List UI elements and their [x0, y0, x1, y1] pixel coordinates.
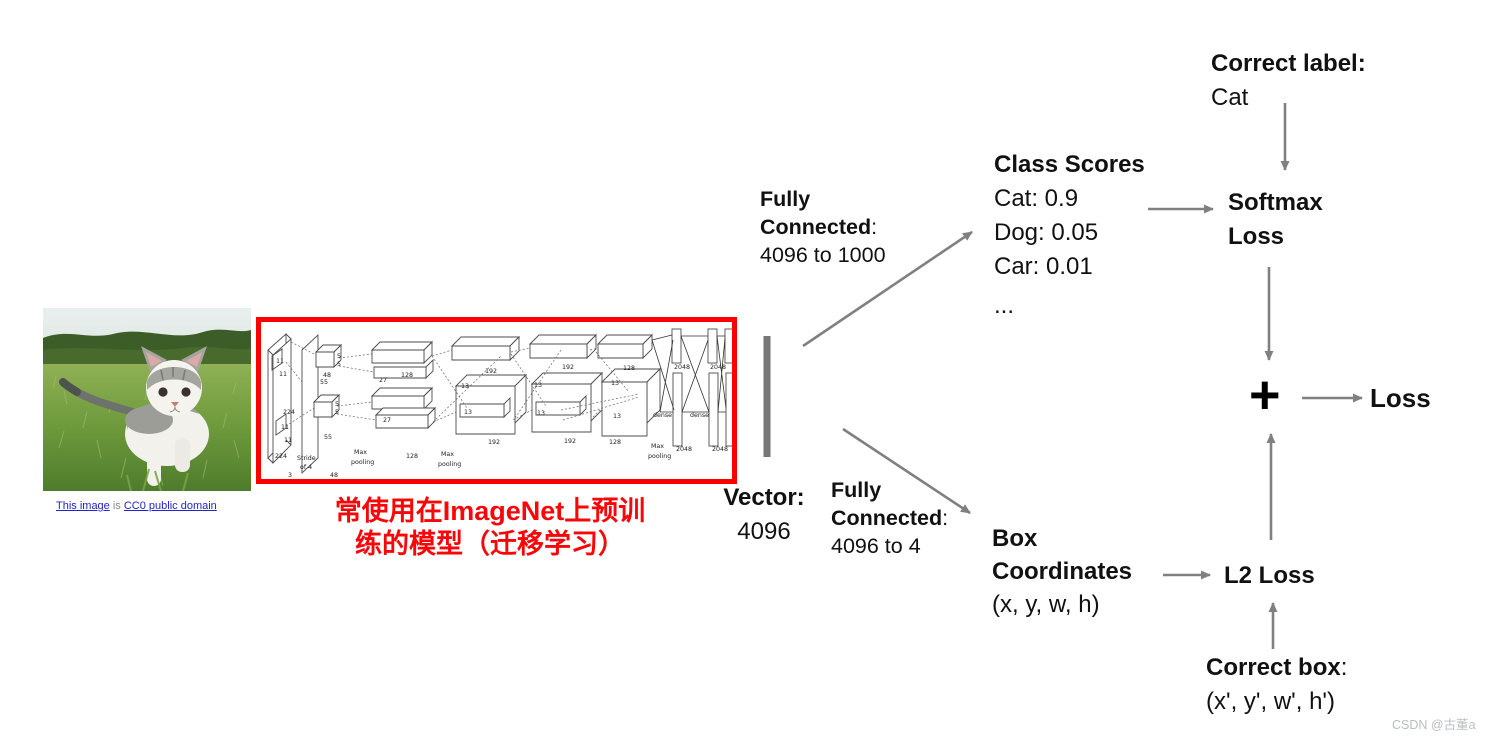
svg-text:192: 192 — [488, 439, 500, 446]
class-score-cat: Cat: 0.9 — [994, 185, 1079, 212]
class-score-car: Car: 0.01 — [994, 253, 1093, 280]
fc-bottom-line2: Connected: — [831, 506, 949, 530]
svg-text:pooling: pooling — [438, 461, 461, 468]
correct-label-value: Cat — [1211, 84, 1249, 111]
fc-bottom-line3: 4096 to 4 — [831, 534, 921, 558]
box-coordinates-values: (x, y, w, h) — [992, 591, 1100, 618]
class-scores-ellipsis: ... — [994, 292, 1015, 319]
fc-top-label: Fully Connected: 4096 to 1000 — [760, 185, 886, 269]
correct-box-block: Correct box: (x', y', w', h') — [1206, 651, 1347, 719]
svg-text:128: 128 — [609, 439, 621, 446]
svg-text:13: 13 — [613, 413, 621, 420]
svg-text:5: 5 — [335, 409, 339, 416]
fc-bottom-line1: Fully — [831, 478, 882, 502]
softmax-line1: Softmax — [1228, 189, 1323, 216]
pretrained-annotation: 常使用在ImageNet上预训 练的模型（迁移学习） — [290, 495, 690, 561]
correct-box-title: Correct box: — [1206, 654, 1348, 681]
cnn-architecture-diagram: 224 11 11 11 11 224 3 Stride of 4 55 55 … — [267, 328, 732, 479]
svg-text:5: 5 — [337, 353, 341, 360]
csdn-watermark: CSDN @古董a — [1392, 718, 1476, 732]
svg-text:192: 192 — [564, 438, 576, 445]
svg-text:27: 27 — [383, 417, 391, 424]
svg-text:dense: dense — [690, 412, 709, 419]
class-scores-title: Class Scores — [994, 151, 1145, 178]
svg-text:128: 128 — [406, 453, 418, 460]
caption-link-this-image[interactable]: This image — [56, 500, 110, 512]
svg-text:55: 55 — [320, 379, 328, 386]
box-coordinates-block: Box Coordinates (x, y, w, h) — [992, 522, 1132, 621]
svg-text:3: 3 — [288, 472, 292, 479]
caption-link-cc0[interactable]: CC0 public domain — [123, 500, 217, 512]
svg-text:11: 11 — [284, 437, 292, 444]
svg-text:5: 5 — [337, 361, 341, 368]
vector-value: 4096 — [737, 518, 791, 545]
svg-text:2048: 2048 — [712, 446, 728, 453]
vector-title: Vector: — [723, 484, 805, 511]
svg-text:13: 13 — [464, 409, 472, 416]
plus-combiner: + — [1249, 365, 1281, 425]
svg-text:11: 11 — [279, 371, 287, 378]
softmax-line2: Loss — [1228, 223, 1285, 250]
correct-box-values: (x', y', w', h') — [1206, 688, 1335, 715]
annotation-line-1: 常使用在ImageNet上预训 — [334, 496, 646, 526]
svg-text:128: 128 — [401, 372, 413, 379]
fc-top-line1: Fully — [760, 187, 811, 211]
svg-text:13: 13 — [461, 383, 469, 390]
svg-text:Max: Max — [354, 449, 367, 456]
svg-text:48: 48 — [323, 372, 331, 379]
correct-label-title: Correct label: — [1211, 50, 1366, 77]
correct-label-block: Correct label: Cat — [1211, 47, 1366, 115]
photo-caption: This image is CC0 public domain — [56, 500, 217, 512]
class-scores-block: Class Scores Cat: 0.9 Dog: 0.05 Car: 0.0… — [994, 148, 1145, 323]
svg-text:pooling: pooling — [351, 459, 374, 466]
caption-is-text: is — [109, 500, 124, 512]
softmax-loss-block: Softmax Loss — [1228, 186, 1323, 254]
svg-text:192: 192 — [562, 364, 574, 371]
fc-top-line3: 4096 to 1000 — [760, 243, 886, 267]
class-score-dog: Dog: 0.05 — [994, 219, 1099, 246]
svg-text:2048: 2048 — [676, 446, 692, 453]
box-coordinates-line2: Coordinates — [992, 558, 1133, 585]
svg-text:13: 13 — [611, 380, 619, 387]
fc-top-line2: Connected: — [760, 215, 878, 239]
l2-loss-label: L2 Loss — [1224, 562, 1315, 589]
svg-text:55: 55 — [324, 434, 332, 441]
svg-text:5: 5 — [335, 401, 339, 408]
svg-text:of 4: of 4 — [300, 464, 312, 471]
svg-text:224: 224 — [283, 409, 295, 416]
annotation-line-2: 练的模型（迁移学习） — [355, 529, 625, 559]
svg-text:224: 224 — [275, 453, 287, 460]
svg-text:pooling: pooling — [648, 453, 671, 460]
svg-text:Max: Max — [651, 443, 664, 450]
svg-text:13: 13 — [537, 410, 545, 417]
pretrained-model-highlight-box: 224 11 11 11 11 224 3 Stride of 4 55 55 … — [256, 317, 737, 484]
svg-text:192: 192 — [485, 368, 497, 375]
svg-text:Max: Max — [441, 451, 454, 458]
svg-text:11: 11 — [276, 358, 284, 365]
kitten-photo-image — [43, 308, 251, 492]
svg-text:11: 11 — [281, 424, 289, 431]
box-coordinates-line1: Box — [992, 525, 1038, 552]
svg-text:128: 128 — [623, 365, 635, 372]
total-loss-label: Loss — [1370, 383, 1431, 413]
vector-block: Vector: 4096 — [712, 481, 816, 549]
svg-text:13: 13 — [534, 382, 542, 389]
kitten-photo — [43, 308, 251, 492]
svg-text:2048: 2048 — [710, 364, 726, 371]
svg-text:27: 27 — [379, 377, 387, 384]
svg-text:48: 48 — [330, 472, 338, 479]
svg-text:2048: 2048 — [674, 364, 690, 371]
svg-text:Stride: Stride — [297, 455, 316, 462]
svg-text:dense: dense — [653, 412, 672, 419]
fc-bottom-label: Fully Connected: 4096 to 4 — [831, 476, 948, 560]
